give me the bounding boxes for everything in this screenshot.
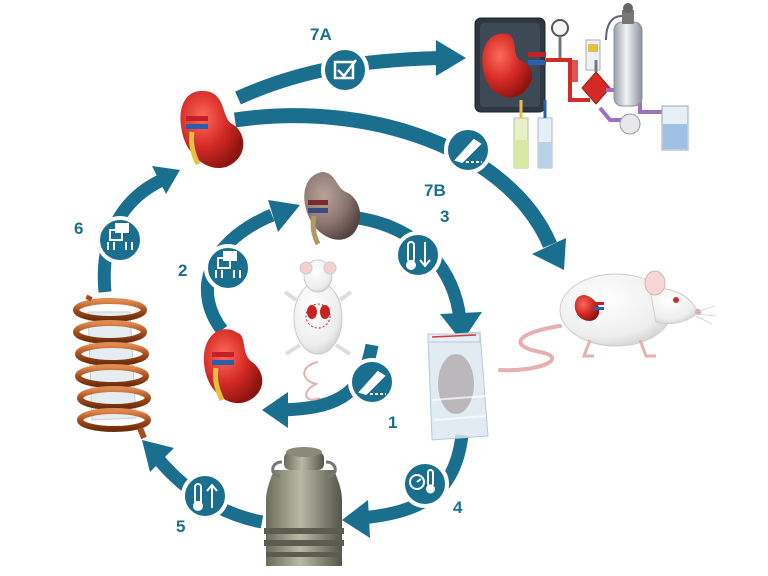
- arrowhead-step-6: [152, 166, 180, 194]
- recipient-rat: [498, 270, 717, 373]
- vitrification-device-icon: [107, 223, 133, 250]
- arrowhead-step-2: [268, 200, 300, 232]
- step-7b-badge: [444, 126, 492, 174]
- arrowhead-step-7a: [436, 40, 466, 76]
- step-7a-badge: [321, 46, 369, 94]
- scalpel-icon: [454, 138, 482, 164]
- step-5-badge: [181, 472, 229, 520]
- arrowhead-step-1: [262, 392, 288, 428]
- step-3-badge: [394, 231, 442, 279]
- cooling-thermometer-icon: [406, 241, 431, 270]
- arrow-step-7b: [233, 108, 557, 248]
- step-6-badge: [96, 216, 144, 264]
- scalpel-icon: [358, 370, 386, 396]
- step-7a-label: 7A: [310, 25, 332, 44]
- fresh-kidney-left: [203, 329, 263, 404]
- step-7b-label: 7B: [424, 181, 446, 200]
- arrowhead-step-4: [342, 500, 370, 538]
- step-4-label: 4: [453, 498, 463, 517]
- step-6-label: 6: [74, 219, 83, 238]
- arrowhead-step-7b: [532, 238, 566, 270]
- step-1-badge: [348, 358, 396, 406]
- liquid-nitrogen-dewar: [264, 447, 344, 566]
- step-5-label: 5: [176, 517, 185, 536]
- perfusion-apparatus: [474, 3, 689, 169]
- fresh-kidney-top: [180, 90, 244, 169]
- warming-thermometer-icon: [193, 483, 218, 511]
- cold-kidney: [304, 172, 361, 246]
- vitrification-device-icon: [215, 251, 241, 278]
- step-1-label: 1: [388, 413, 397, 432]
- arrowhead-step-5: [142, 440, 174, 472]
- cryo-bag: [427, 331, 489, 441]
- arrowhead-step-3: [440, 312, 482, 342]
- check-icon: [333, 59, 357, 80]
- mouse-illustration: [283, 259, 353, 401]
- timed-cooling-thermometer-icon: [409, 469, 435, 494]
- step-3-label: 3: [440, 207, 449, 226]
- step-2-label: 2: [178, 261, 187, 280]
- step-4-badge: [401, 460, 449, 508]
- step-2-badge: [204, 244, 252, 292]
- warming-coil: [73, 294, 151, 440]
